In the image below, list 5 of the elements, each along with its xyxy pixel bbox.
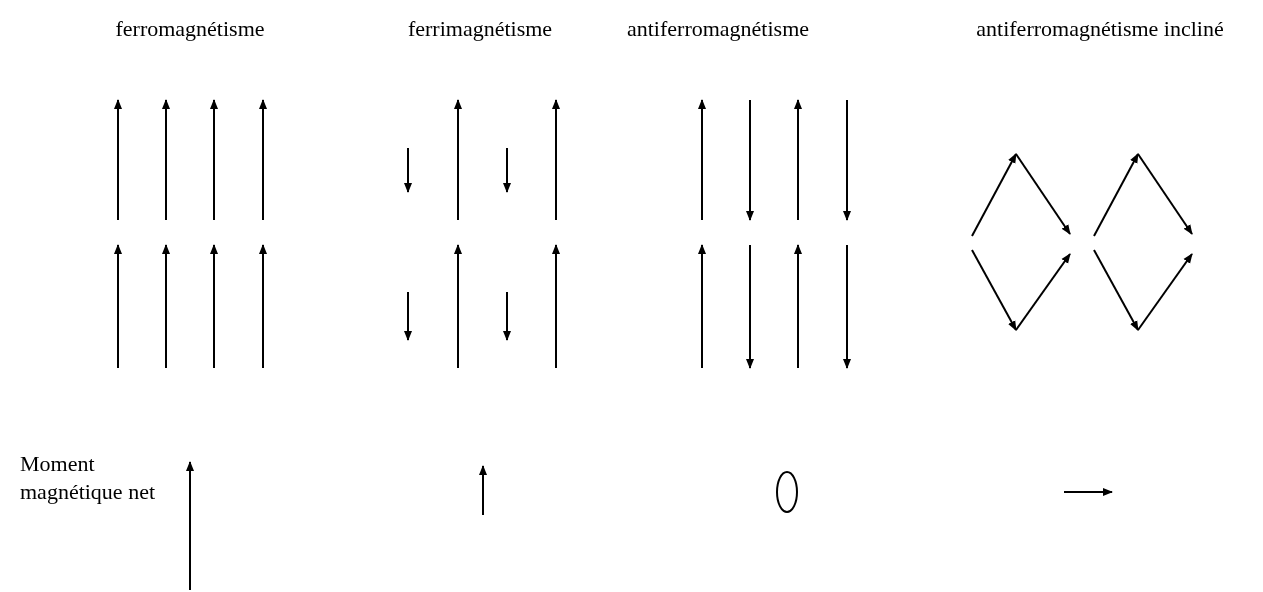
net-moment-label: Moment magnétique net bbox=[20, 450, 156, 506]
column-heading: ferrimagnétisme bbox=[407, 16, 553, 42]
column-heading: ferromagnétisme bbox=[115, 16, 265, 42]
column-heading: antiferromagnétisme bbox=[627, 16, 809, 42]
column-heading: antiferromagnétisme incliné bbox=[976, 16, 1224, 42]
